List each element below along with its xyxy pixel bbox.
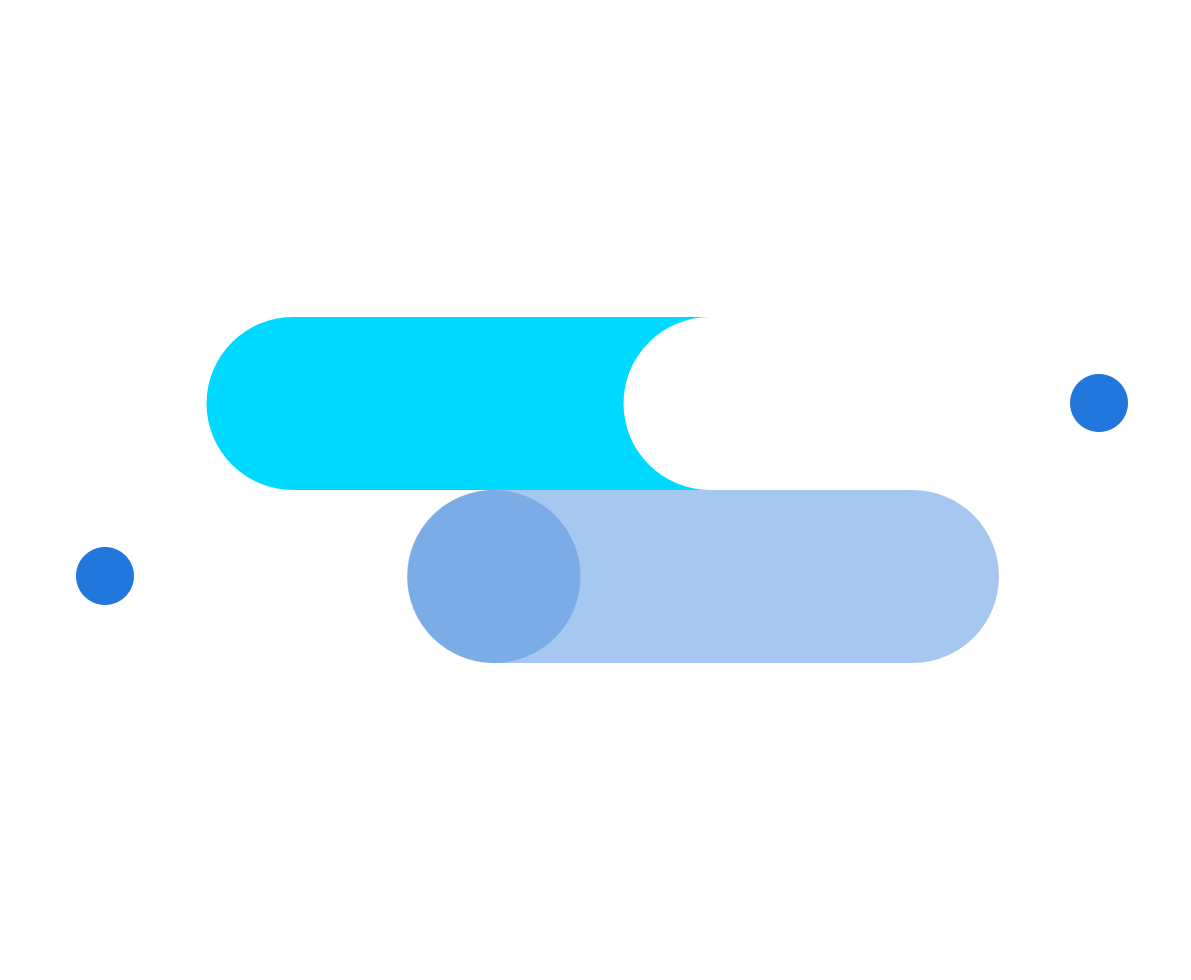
top-pill xyxy=(206,317,710,490)
left-dot xyxy=(76,547,134,605)
right-dot xyxy=(1070,374,1128,432)
knob-circle xyxy=(407,490,581,663)
